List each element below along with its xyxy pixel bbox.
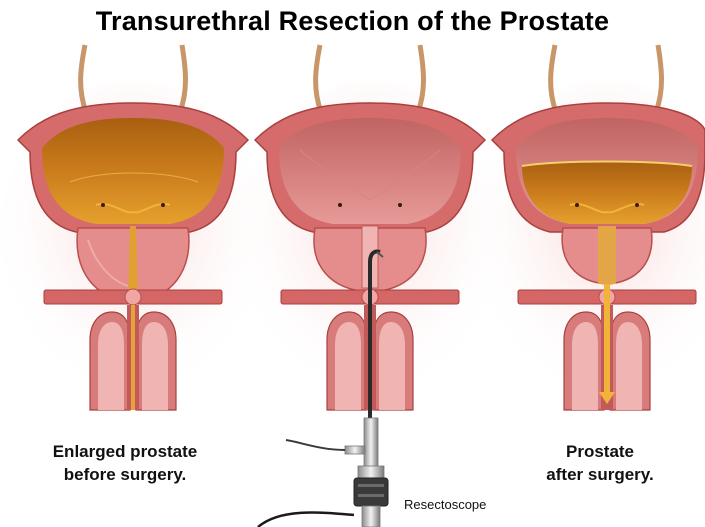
caption-before-line1: Enlarged prostate (30, 440, 220, 463)
urine-stream-weak (131, 305, 135, 410)
empty-bladder-cavity (279, 118, 461, 224)
caption-before: Enlarged prostate before surgery. (30, 440, 220, 486)
left-ureter (551, 45, 556, 112)
right-ureter (418, 45, 424, 112)
urine-level (522, 162, 692, 225)
scope-sheath (364, 418, 378, 468)
resectoscope-label: Resectoscope (404, 497, 486, 512)
scope-handle (354, 478, 388, 506)
caption-before-line2: before surgery. (30, 463, 220, 486)
caption-after: Prostate after surgery. (520, 440, 680, 486)
caption-after-line1: Prostate (520, 440, 680, 463)
caption-after-line2: after surgery. (520, 463, 680, 486)
panel-after (472, 45, 705, 420)
urine-filled-bladder (42, 118, 224, 224)
irrigation-tube (286, 440, 345, 450)
panel-before (0, 45, 268, 420)
urine-flow-improved (604, 284, 610, 394)
irrigation-port (345, 446, 365, 454)
right-ureter (180, 45, 186, 112)
widened-urethra (598, 226, 616, 284)
right-ureter (656, 45, 662, 112)
left-ureter (81, 45, 86, 112)
panel-during (235, 45, 505, 527)
left-ureter (316, 45, 321, 112)
camera-cable (258, 512, 354, 527)
